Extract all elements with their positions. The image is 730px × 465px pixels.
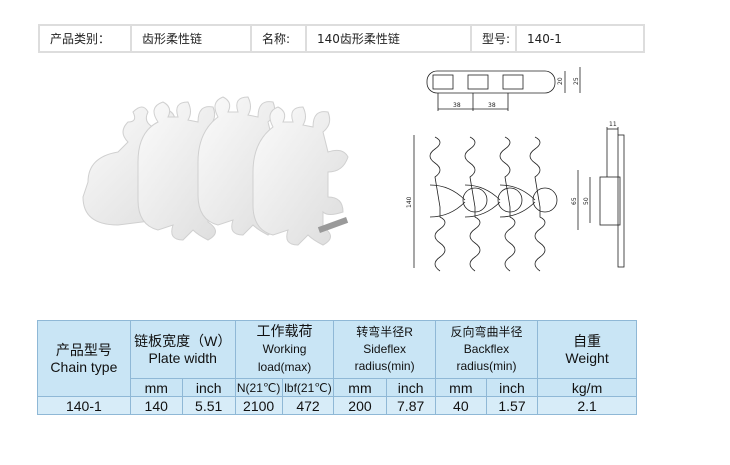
dim-width-140: 140 <box>406 196 413 208</box>
chain-product-photo <box>82 96 349 246</box>
model-label: 型号: <box>472 26 515 51</box>
unit-cell: lbf(21℃) <box>281 378 335 397</box>
dim-pitch-2: 38 <box>488 102 496 109</box>
table-row: 140-1 140 5.51 2100 472 200 7.87 40 1.57… <box>37 396 637 415</box>
unit-cell: N(21℃) <box>234 378 283 397</box>
cell: 200 <box>333 396 387 415</box>
product-info-bar: 产品类别： 齿形柔性链 名称: 140齿形柔性链 型号: 140-1 <box>38 24 645 53</box>
cell: 5.51 <box>181 396 236 415</box>
unit-cell: inch <box>181 378 236 397</box>
dim-height-20: 20 <box>557 77 564 85</box>
dim-height-25: 25 <box>573 77 580 85</box>
cell: 2100 <box>234 396 283 415</box>
name-label: 名称: <box>252 26 305 51</box>
cell: 140 <box>129 396 183 415</box>
unit-cell: inch <box>385 378 436 397</box>
unit-cell: mm <box>129 378 183 397</box>
cell-chain-type: 140-1 <box>37 396 131 415</box>
dim-65: 65 <box>571 197 578 205</box>
cell: 2.1 <box>537 396 637 415</box>
dim-11: 11 <box>609 121 617 128</box>
name-value: 140齿形柔性链 <box>307 26 470 51</box>
header-plate-width: 链板宽度（W）Plate width <box>129 320 236 379</box>
cell: 7.87 <box>385 396 436 415</box>
category-value: 齿形柔性链 <box>132 26 250 51</box>
technical-drawing: 38 38 20 25 140 11 65 50 <box>406 67 625 272</box>
steel-pin <box>317 217 349 233</box>
unit-cell: mm <box>333 378 387 397</box>
unit-cell: inch <box>485 378 539 397</box>
category-label: 产品类别： <box>40 26 130 51</box>
dim-pitch-1: 38 <box>453 102 461 109</box>
dim-50: 50 <box>583 197 590 205</box>
model-value: 140-1 <box>517 26 643 51</box>
unit-cell: mm <box>434 378 487 397</box>
cell: 40 <box>434 396 487 415</box>
cell: 472 <box>281 396 335 415</box>
unit-cell: kg/m <box>537 378 637 397</box>
cell: 1.57 <box>485 396 539 415</box>
